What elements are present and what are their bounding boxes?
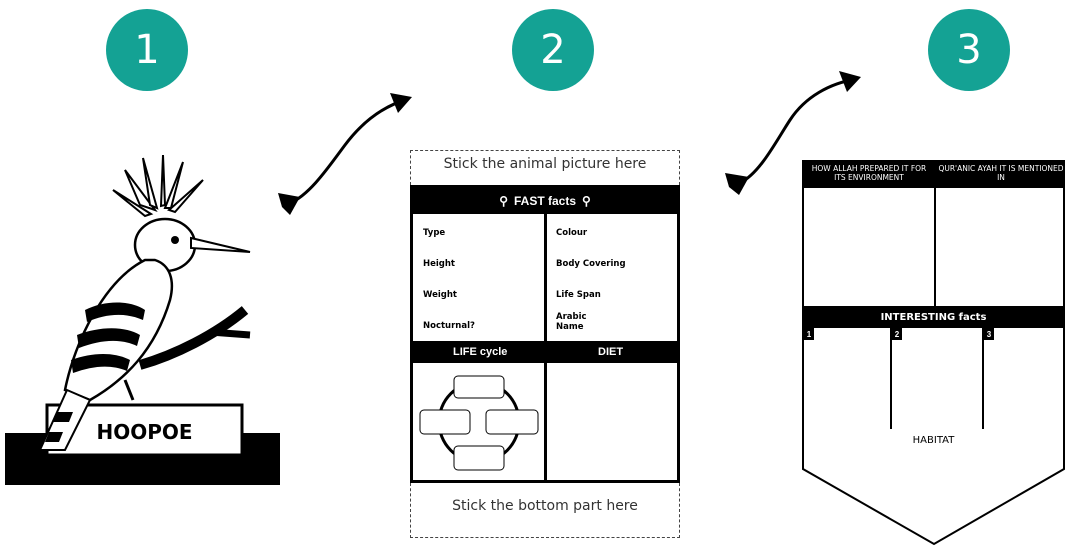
hoopoe-label: HOOPOE: [96, 420, 193, 444]
step-2-badge: 2: [512, 9, 594, 91]
arrow-1-icon: [278, 93, 412, 215]
fact-box-1: [802, 326, 892, 431]
life-cycle-diagram: [419, 375, 539, 471]
fast-facts-title: FAST facts: [513, 194, 576, 208]
field-life-span: Life Span: [556, 290, 601, 300]
top-picture-strip: Stick the animal picture here: [410, 150, 680, 185]
field-nocturnal: Nocturnal?: [423, 321, 475, 331]
life-cycle-title: LIFE cycle: [453, 346, 508, 358]
field-colour: Colour: [556, 228, 588, 238]
fact-box-3: [982, 326, 1065, 431]
habitat-pennant: [802, 429, 1065, 546]
fact-box-2: [890, 326, 984, 431]
flap-col2-title: QUR'ANIC AYAH IT IS MENTIONED IN: [938, 164, 1064, 182]
magnifier-icon: ⚲: [582, 194, 591, 208]
flap-col2-box: [934, 186, 1065, 308]
arrow-2-icon: [725, 71, 861, 195]
field-arabic-name: Arabic Name: [556, 312, 587, 332]
flap-col1-box: [802, 186, 936, 308]
hoopoe-bird-illustration: [5, 154, 280, 485]
top-picture-strip-text: Stick the animal picture here: [443, 156, 647, 172]
field-type: Type: [423, 228, 446, 238]
interesting-facts-title: INTERESTING facts: [880, 311, 987, 323]
step-3-badge: 3: [928, 9, 1010, 91]
fact-number-2: 2: [892, 328, 902, 340]
bottom-part-strip: Stick the bottom part here: [410, 483, 680, 538]
habitat-title: HABITAT: [912, 435, 955, 446]
magnifier-icon: ⚲: [499, 194, 508, 208]
fact-number-3: 3: [984, 328, 994, 340]
fact-number-1: 1: [804, 328, 814, 340]
flap-col1-title: HOW ALLAH PREPARED IT FOR ITS ENVIRONMEN…: [811, 164, 927, 182]
life-diet-header: LIFE cycle DIET: [413, 341, 677, 363]
worksheet-body: ⚲ FAST facts ⚲ Type Height Weight Noctur…: [410, 185, 680, 483]
interesting-facts-header: INTERESTING facts: [802, 306, 1065, 328]
field-body-covering: Body Covering: [556, 259, 626, 269]
field-height: Height: [423, 259, 455, 269]
fast-facts-header: ⚲ FAST facts ⚲: [413, 188, 677, 214]
diet-title: DIET: [598, 346, 624, 358]
field-weight: Weight: [423, 290, 457, 300]
flap-top-header: [802, 160, 1065, 188]
step-1-badge: 1: [106, 9, 188, 91]
bottom-part-strip-text: Stick the bottom part here: [452, 498, 638, 514]
